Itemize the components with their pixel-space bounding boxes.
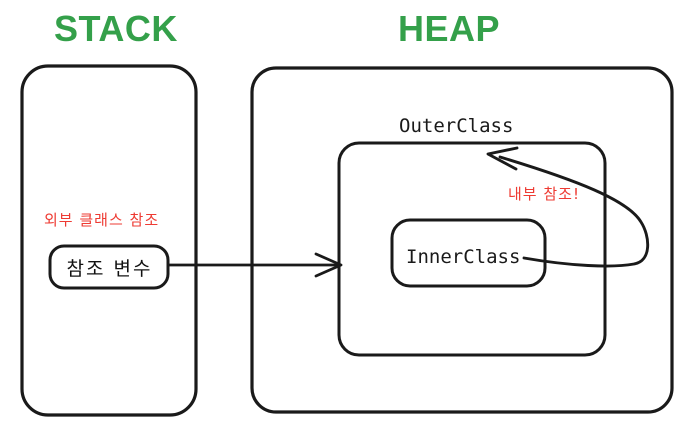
outerclass-label: OuterClass xyxy=(399,115,514,137)
inner-to-outer-arrow xyxy=(486,146,650,268)
innerclass-box xyxy=(390,218,547,288)
innerclass-label: InnerClass xyxy=(406,246,521,268)
heap-region-title: HEAP xyxy=(398,8,501,49)
stack-region-box xyxy=(20,64,198,417)
stack-region-title: STACK xyxy=(54,8,178,49)
inner-reference-annotation: 내부 참조! xyxy=(508,185,580,203)
stack-to-heap-arrow xyxy=(166,252,343,278)
reference-variable-label: 참조 변수 xyxy=(66,258,153,280)
heap-region-box xyxy=(250,66,674,414)
outerclass-box xyxy=(337,141,607,357)
outer-class-reference-annotation: 외부 클래스 참조 xyxy=(44,211,160,229)
reference-variable-box xyxy=(48,244,170,290)
